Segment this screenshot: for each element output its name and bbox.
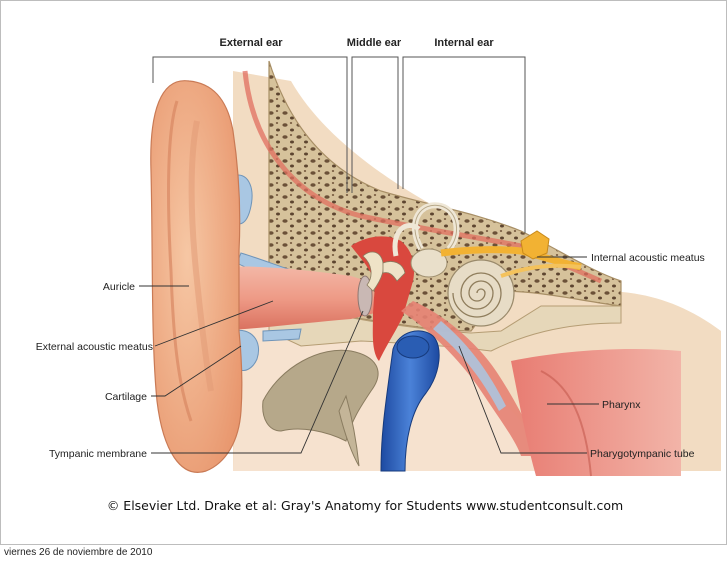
copyright-caption: © Elsevier Ltd. Drake et al: Gray's Anat… xyxy=(107,498,623,513)
auricle-shape xyxy=(151,81,242,473)
header-internal-ear: Internal ear xyxy=(434,37,494,49)
slide: External ear Middle ear Internal ear Aur… xyxy=(0,0,727,545)
ear-anatomy-diagram: External ear Middle ear Internal ear Aur… xyxy=(1,1,727,545)
label-internal-acoustic-meatus: Internal acoustic meatus xyxy=(591,252,705,264)
label-auricle: Auricle xyxy=(103,281,135,293)
header-external-ear: External ear xyxy=(220,37,284,49)
label-pharyngotympanic-tube: Pharygotympanic tube xyxy=(590,448,695,460)
label-external-acoustic-meatus: External acoustic meatus xyxy=(36,341,153,353)
label-tympanic-membrane: Tympanic membrane xyxy=(49,448,147,460)
header-middle-ear: Middle ear xyxy=(347,37,402,49)
label-cartilage: Cartilage xyxy=(105,391,147,403)
label-pharynx: Pharynx xyxy=(602,399,641,411)
slide-date-footer: viernes 26 de noviembre de 2010 xyxy=(4,547,152,558)
